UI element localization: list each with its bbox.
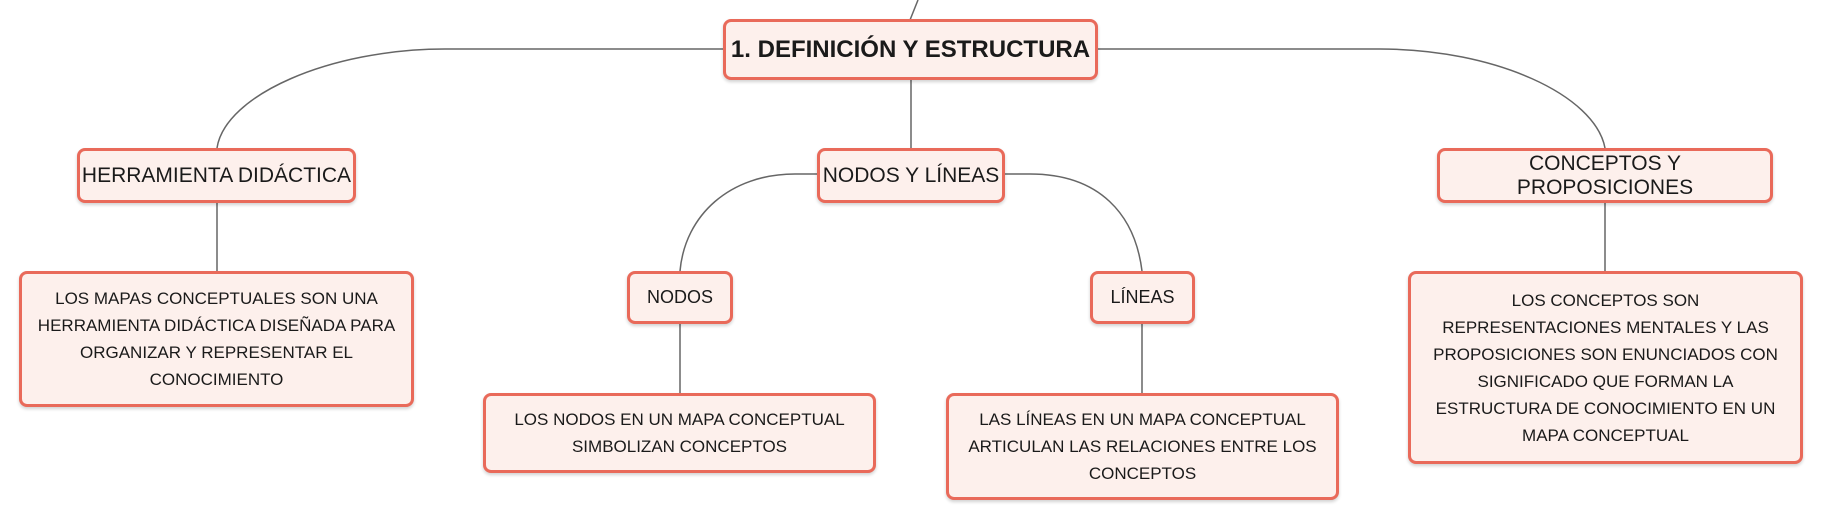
detail-lineas-text: LAS LÍNEAS EN UN MAPA CONCEPTUAL ARTICUL…: [968, 410, 1317, 483]
root-node-label: 1. DEFINICIÓN Y ESTRUCTURA: [730, 35, 1091, 63]
connector-root-parent: [909, 0, 919, 21]
branch-conceptos-label: CONCEPTOS Y PROPOSICIONES: [1516, 151, 1694, 199]
connector-root-conceptos: [1098, 48, 1606, 149]
subbranch-nodos[interactable]: NODOS: [627, 271, 733, 324]
branch-herramienta-didactica[interactable]: HERRAMIENTA DIDÁCTICA: [77, 148, 356, 203]
branch-nodos-lineas-label: NODOS Y LÍNEAS: [822, 163, 1000, 187]
branch-herramienta-label: HERRAMIENTA DIDÁCTICA: [81, 163, 352, 187]
connector-root-herramienta: [216, 48, 724, 149]
subbranch-nodos-label: NODOS: [646, 287, 713, 307]
branch-conceptos-y-proposiciones[interactable]: CONCEPTOS Y PROPOSICIONES: [1437, 148, 1773, 203]
detail-herramienta-text: LOS MAPAS CONCEPTUALES SON UNA HERRAMIEN…: [37, 289, 396, 389]
connector-nodos-lineas-nodos: [679, 173, 817, 272]
detail-nodos[interactable]: LOS NODOS EN UN MAPA CONCEPTUAL SIMBOLIZ…: [483, 393, 876, 473]
connector-nodos-lineas-lineas: [1005, 173, 1143, 272]
detail-lineas[interactable]: LAS LÍNEAS EN UN MAPA CONCEPTUAL ARTICUL…: [946, 393, 1339, 500]
branch-nodos-y-lineas[interactable]: NODOS Y LÍNEAS: [817, 148, 1005, 203]
subbranch-lineas[interactable]: LÍNEAS: [1090, 271, 1195, 324]
detail-conceptos-text: LOS CONCEPTOS SON REPRESENTACIONES MENTA…: [1433, 290, 1778, 445]
root-node[interactable]: 1. DEFINICIÓN Y ESTRUCTURA: [723, 19, 1098, 80]
detail-nodos-text: LOS NODOS EN UN MAPA CONCEPTUAL SIMBOLIZ…: [514, 410, 845, 456]
detail-herramienta[interactable]: LOS MAPAS CONCEPTUALES SON UNA HERRAMIEN…: [19, 271, 414, 407]
subbranch-lineas-label: LÍNEAS: [1110, 287, 1175, 307]
detail-conceptos[interactable]: LOS CONCEPTOS SON REPRESENTACIONES MENTA…: [1408, 271, 1803, 464]
